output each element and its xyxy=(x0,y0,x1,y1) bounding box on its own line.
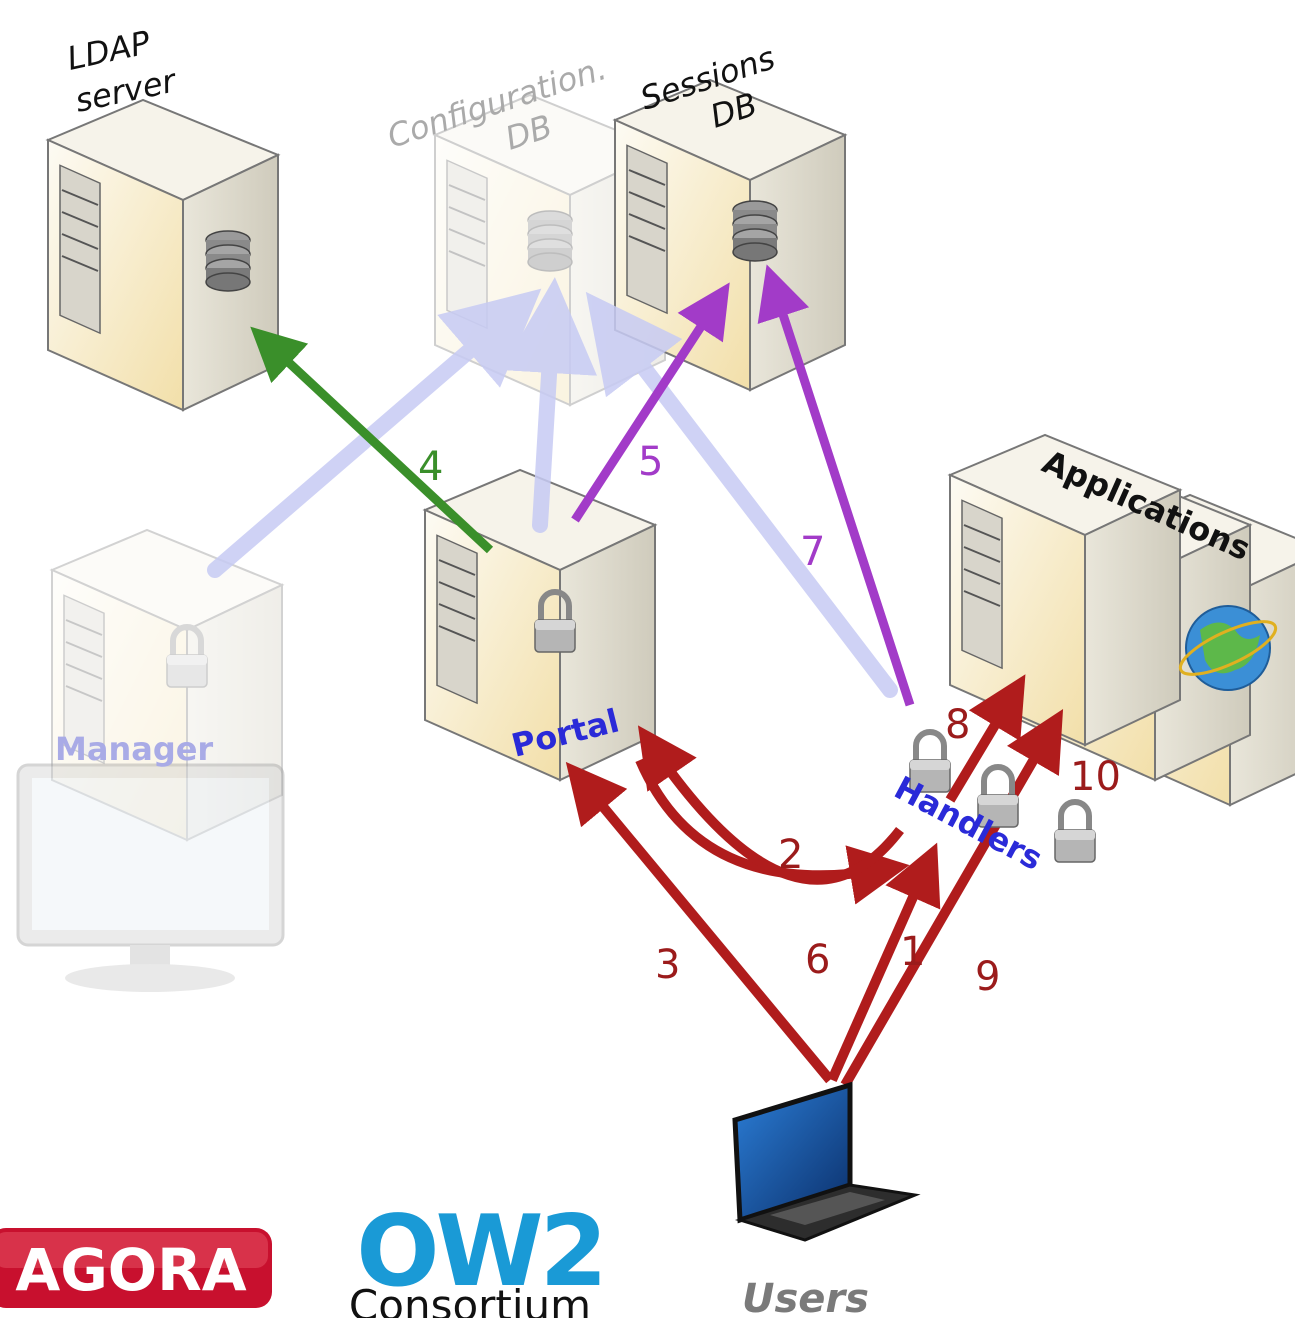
step-8: 8 xyxy=(945,702,970,748)
step-7: 7 xyxy=(800,529,825,575)
manager-monitor xyxy=(16,763,285,992)
svg-text:OW2: OW2 xyxy=(356,1195,604,1309)
step-10: 10 xyxy=(1070,754,1121,800)
applications-servers xyxy=(949,434,1295,806)
step-6: 6 xyxy=(805,937,830,983)
svg-text:AGORA: AGORA xyxy=(15,1236,246,1304)
step-2: 2 xyxy=(778,832,803,878)
globe-icon xyxy=(1178,605,1278,691)
agora-logo: AGORA xyxy=(0,1228,272,1308)
step-1: 1 xyxy=(900,929,925,975)
arrow-ldap xyxy=(250,326,494,554)
arrows-sessions xyxy=(571,264,915,707)
step-4: 4 xyxy=(418,444,443,490)
ow2-logo: OW2 Consortium xyxy=(349,1195,608,1318)
laptop-icon xyxy=(732,1081,921,1242)
step-9: 9 xyxy=(975,954,1000,1000)
users-label: Users xyxy=(742,1276,869,1318)
ldap-server xyxy=(47,99,279,411)
arrows-users xyxy=(565,674,1064,1088)
manager-label: Manager xyxy=(55,730,213,768)
svg-text:Consortium: Consortium xyxy=(349,1281,591,1318)
step-3: 3 xyxy=(655,942,680,988)
step-5: 5 xyxy=(638,439,663,485)
